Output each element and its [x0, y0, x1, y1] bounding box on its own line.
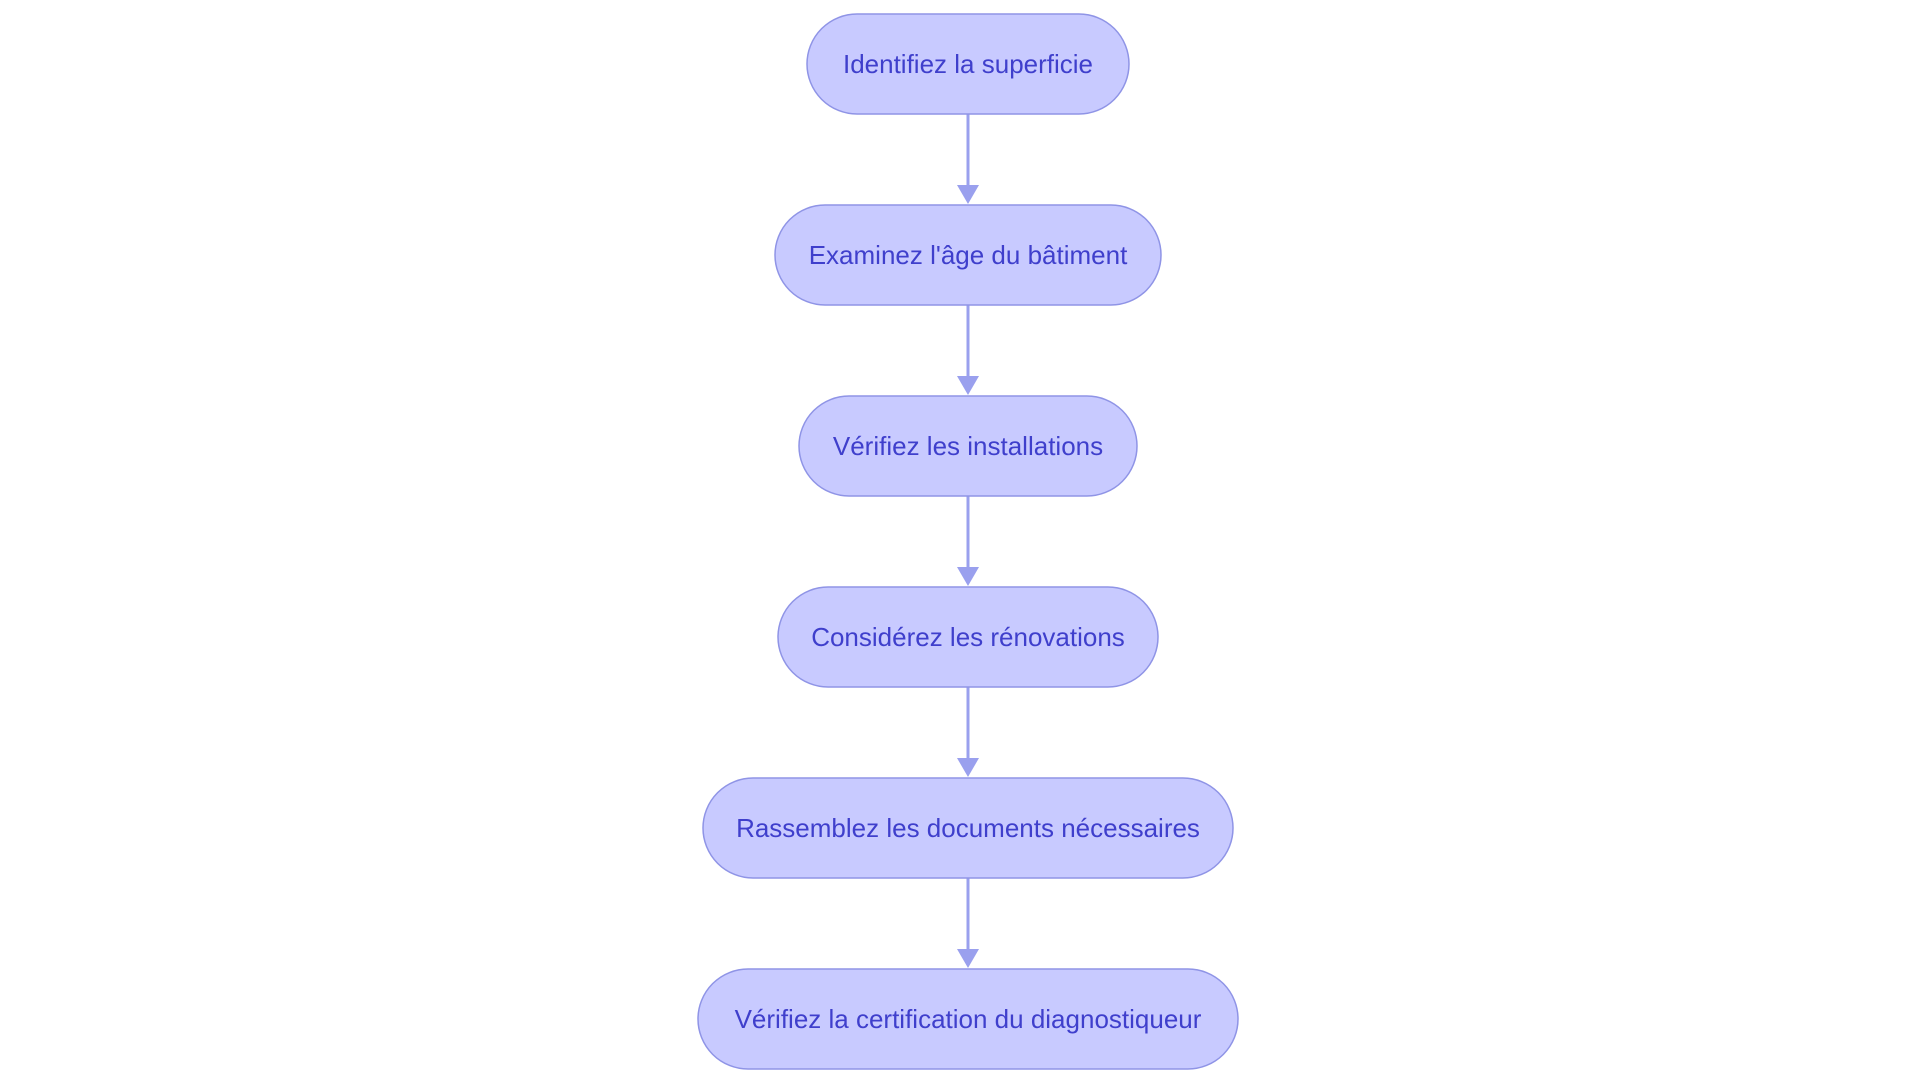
flow-node-2: Examinez l'âge du bâtiment [774, 204, 1162, 306]
flow-node-3: Vérifiez les installations [798, 395, 1138, 497]
flow-edge-4 [957, 687, 979, 777]
flow-edge-3 [957, 496, 979, 586]
flow-node-label: Rassemblez les documents nécessaires [736, 813, 1200, 843]
flow-node-shape [774, 204, 1162, 306]
flow-node-label: Examinez l'âge du bâtiment [809, 240, 1128, 270]
flow-edge-1 [957, 114, 979, 204]
flow-node-5: Rassemblez les documents nécessaires [702, 777, 1234, 879]
flow-node-shape [697, 968, 1239, 1070]
arrowhead-icon [957, 185, 979, 204]
flow-node-shape [798, 395, 1138, 497]
flow-node-6: Vérifiez la certification du diagnostiqu… [697, 968, 1239, 1070]
edges-layer [957, 114, 979, 968]
flow-node-label: Identifiez la superficie [843, 49, 1093, 79]
flow-node-label: Vérifiez les installations [833, 431, 1103, 461]
arrowhead-icon [957, 376, 979, 395]
flow-node-shape [702, 777, 1234, 879]
flow-node-label: Vérifiez la certification du diagnostiqu… [735, 1004, 1202, 1034]
flow-edge-5 [957, 878, 979, 968]
arrowhead-icon [957, 758, 979, 777]
flow-node-4: Considérez les rénovations [777, 586, 1159, 688]
arrowhead-icon [957, 949, 979, 968]
flow-node-shape [777, 586, 1159, 688]
flow-node-1: Identifiez la superficie [806, 13, 1130, 115]
flow-node-shape [806, 13, 1130, 115]
arrowhead-icon [957, 567, 979, 586]
flow-edge-2 [957, 305, 979, 395]
flow-node-label: Considérez les rénovations [811, 622, 1125, 652]
